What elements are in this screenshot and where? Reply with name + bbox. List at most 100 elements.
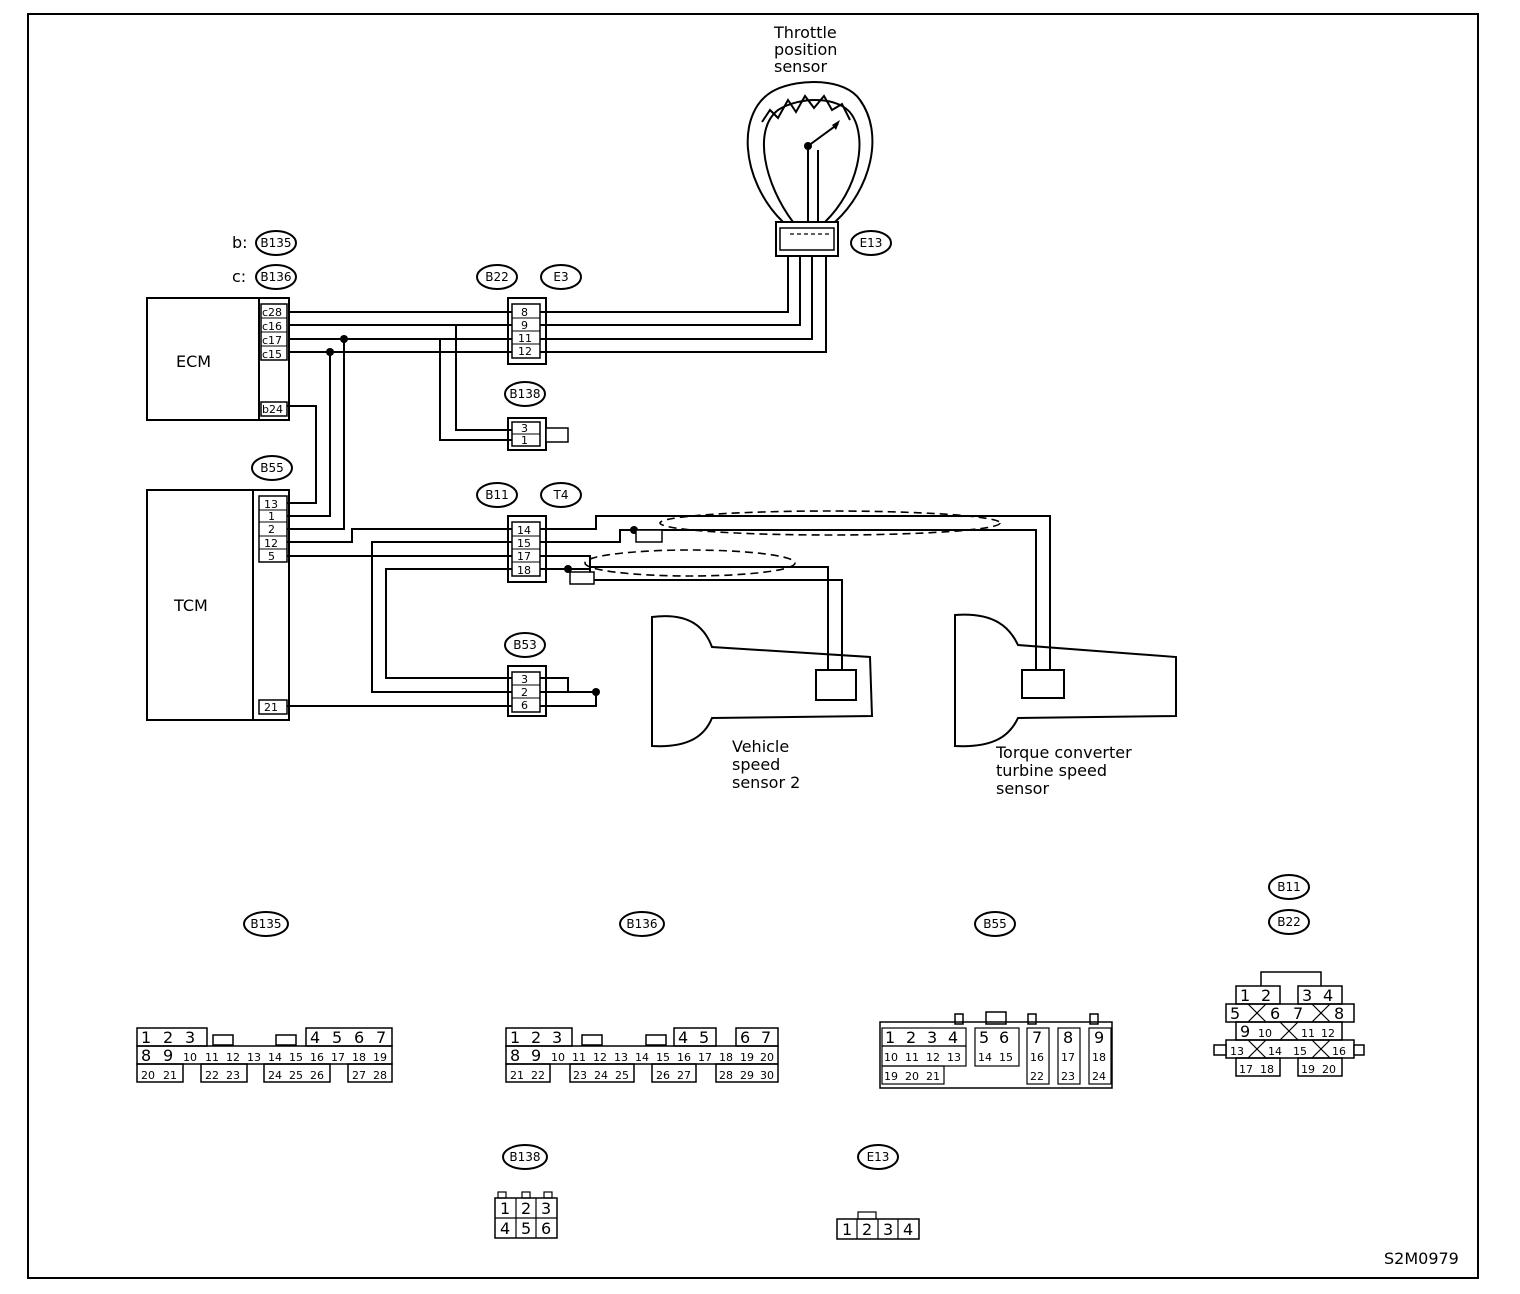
- b135-pin-11: 11: [205, 1051, 219, 1064]
- b136-pin-4: 4: [678, 1028, 688, 1047]
- b55-pin-20: 20: [905, 1070, 919, 1083]
- tcts-label-line3: sensor: [996, 779, 1049, 798]
- b55-face-view: B55 1 2 3 4 5 6 7 8 9 10 11 12 13 14 15 …: [879, 911, 1113, 1089]
- b136-pin-13: 13: [614, 1051, 628, 1064]
- e3-label: E3: [553, 270, 568, 284]
- b11-b22-pin-4: 4: [1323, 986, 1333, 1005]
- b135-pin-25: 25: [289, 1069, 303, 1082]
- tcm-block: B55 TCM 13 1 2 12 5 21: [146, 455, 293, 721]
- b11-b22-pin-13: 13: [1230, 1045, 1244, 1058]
- b55-pin-22: 22: [1030, 1070, 1044, 1083]
- e13-face-pin-1: 1: [842, 1220, 852, 1239]
- tcm-label: TCM: [173, 596, 208, 615]
- tcm-pin-21: 21: [264, 701, 278, 714]
- b11-label: B11: [485, 488, 509, 502]
- tcts-label-line2: turbine speed: [996, 761, 1107, 780]
- b135-pin-9: 9: [163, 1046, 173, 1065]
- ecm-pin-c28: c28: [262, 306, 282, 319]
- e13-badge: [850, 230, 892, 256]
- b138-pin-1: 1: [521, 434, 528, 447]
- b135-pin-22: 22: [205, 1069, 219, 1082]
- b136-pin-14: 14: [635, 1051, 649, 1064]
- b135-label: B135: [260, 236, 291, 250]
- b11-t4-connector: B11 T4 14 15 17 18: [476, 482, 582, 583]
- b135-pin-13: 13: [247, 1051, 261, 1064]
- e13-face-view: E13 1 2 3 4: [836, 1144, 920, 1240]
- b136-pin-23: 23: [573, 1069, 587, 1082]
- b138-face-badge: [502, 1144, 548, 1170]
- prefix-c: c:: [232, 267, 246, 286]
- b135-pin-14: 14: [268, 1051, 282, 1064]
- b11-b22-pin-14: 14: [1268, 1045, 1282, 1058]
- b135-face-badge: [243, 911, 289, 937]
- b55-pin-14: 14: [978, 1051, 992, 1064]
- throttle-label-line2: position: [774, 40, 837, 59]
- e13-face-pin-2: 2: [862, 1220, 872, 1239]
- b138-face-pin-3: 3: [541, 1199, 551, 1218]
- e13-face-label: E13: [867, 1150, 890, 1164]
- b55-badge: [251, 455, 293, 481]
- b55-pin-15: 15: [999, 1051, 1013, 1064]
- b55-pin-11: 11: [905, 1051, 919, 1064]
- b55-pin-10: 10: [884, 1051, 898, 1064]
- b55-pin-24: 24: [1092, 1070, 1106, 1083]
- tcm-pin-2: 2: [268, 523, 275, 536]
- b138-badge: [504, 381, 546, 407]
- prefix-b: b:: [232, 233, 248, 252]
- b136-pin-21: 21: [510, 1069, 524, 1082]
- e13-face-pin-3: 3: [883, 1220, 893, 1239]
- b22-badge: [476, 264, 518, 290]
- b22-label: B22: [485, 270, 509, 284]
- tcm-pin-12: 12: [264, 537, 278, 550]
- b11-b22-pin-20: 20: [1322, 1063, 1336, 1076]
- b136-pin-22: 22: [531, 1069, 545, 1082]
- b22-face-label: B22: [1277, 915, 1301, 929]
- b136-pin-10: 10: [551, 1051, 565, 1064]
- e3-badge: [540, 264, 582, 290]
- b136-pin-7: 7: [761, 1028, 771, 1047]
- b11-pin-18: 18: [517, 564, 531, 577]
- b138-face-label: B138: [509, 1150, 540, 1164]
- e13-face-badge: [857, 1144, 899, 1170]
- b135-pin-2: 2: [163, 1028, 173, 1047]
- figure-code: S2M0979: [1384, 1249, 1459, 1268]
- b138-pin-3: 3: [521, 422, 528, 435]
- b136-pin-12: 12: [593, 1051, 607, 1064]
- b11-pin-17: 17: [517, 550, 531, 563]
- b136-face-badge: [619, 911, 665, 937]
- b11-b22-pin-11: 11: [1301, 1027, 1315, 1040]
- b135-pin-19: 19: [373, 1051, 387, 1064]
- t4-label: T4: [553, 488, 569, 502]
- b55-pin-3: 3: [927, 1028, 937, 1047]
- b135-pin-5: 5: [332, 1028, 342, 1047]
- b136-pin-27: 27: [677, 1069, 691, 1082]
- b136-pin-28: 28: [719, 1069, 733, 1082]
- tcm-pin-1: 1: [268, 510, 275, 523]
- b22-e3-connector: B22 E3 8 9 11 12: [476, 264, 582, 365]
- b55-label: B55: [260, 461, 284, 475]
- b53-badge: [504, 632, 546, 658]
- b135-pin-15: 15: [289, 1051, 303, 1064]
- b136-pin-3: 3: [552, 1028, 562, 1047]
- b11-pin-15: 15: [517, 537, 531, 550]
- b136-pin-11: 11: [572, 1051, 586, 1064]
- b11-b22-pin-8: 8: [1334, 1004, 1344, 1023]
- b135-pin-17: 17: [331, 1051, 345, 1064]
- b11-b22-pin-6: 6: [1270, 1004, 1280, 1023]
- b55-pin-18: 18: [1092, 1051, 1106, 1064]
- vss-label-line2: speed: [732, 755, 780, 774]
- ecm-pin-c16: c16: [262, 320, 282, 333]
- b55-pin-19: 19: [884, 1070, 898, 1083]
- b136-pin-6: 6: [740, 1028, 750, 1047]
- b135-pin-12: 12: [226, 1051, 240, 1064]
- b22-pin-9: 9: [521, 319, 528, 332]
- b135-pin-23: 23: [226, 1069, 240, 1082]
- ecm-pin-c15: c15: [262, 348, 282, 361]
- b135-pin-1: 1: [141, 1028, 151, 1047]
- vehicle-speed-sensor-2: Vehicle speed sensor 2: [651, 615, 874, 792]
- b11-b22-pin-17: 17: [1239, 1063, 1253, 1076]
- b55-pin-4: 4: [948, 1028, 958, 1047]
- b55-pin-7: 7: [1032, 1028, 1042, 1047]
- b55-pin-8: 8: [1063, 1028, 1073, 1047]
